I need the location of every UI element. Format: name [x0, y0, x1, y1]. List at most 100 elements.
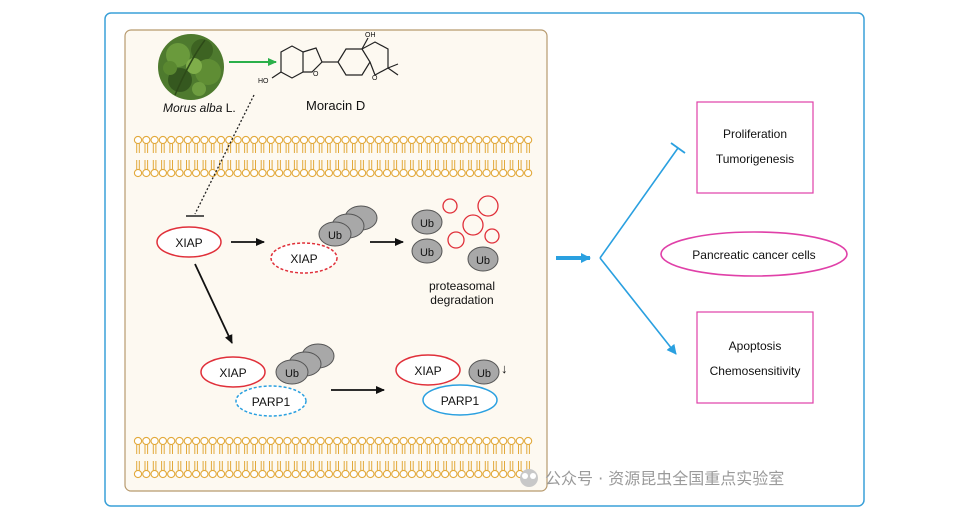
lipid-head — [200, 135, 209, 145]
lipid-head — [357, 436, 367, 446]
lipid-head — [382, 135, 392, 145]
lipid-head — [241, 168, 251, 178]
lipid-head — [225, 436, 234, 446]
lipid-head — [283, 135, 292, 145]
lipid-head — [374, 168, 383, 178]
lipid-head — [515, 135, 524, 145]
lipid-head — [416, 436, 425, 446]
lipid-head — [191, 469, 201, 479]
lipid-head — [341, 469, 350, 479]
xiap-label: XIAP — [175, 236, 202, 250]
lipid-head — [233, 135, 242, 145]
branch-inhibition-bar — [670, 142, 686, 154]
lipid-head — [366, 469, 375, 479]
lipid-head — [208, 436, 217, 446]
lipid-head — [316, 436, 325, 446]
complex-ub-1 — [275, 359, 309, 385]
lipid-head — [407, 168, 417, 178]
lipid-head — [424, 436, 433, 446]
lipid-head — [382, 436, 392, 446]
lipid-head — [167, 436, 176, 446]
lipid-head — [399, 135, 408, 145]
lipid-head — [399, 469, 408, 479]
lipid-head — [416, 168, 425, 178]
degradation-label-line2: degradation — [430, 293, 493, 307]
lipid-head — [432, 168, 441, 178]
complex-parp1-oval — [235, 385, 307, 417]
lipid-head — [175, 168, 184, 178]
bound-xiap-label: XIAP — [414, 364, 441, 378]
ub-fragment-1 — [411, 209, 443, 235]
branch-to-promoted — [599, 257, 677, 355]
lipid-head — [507, 135, 516, 145]
lipid-head — [507, 469, 516, 479]
lipid-head — [274, 135, 284, 145]
lipid-head — [291, 168, 300, 178]
xiap-fragment-1 — [442, 198, 458, 214]
lipid-head — [183, 469, 192, 479]
ho-group: HO — [258, 78, 269, 85]
lipid-head — [175, 436, 184, 446]
lipid-head — [457, 168, 466, 178]
lipid-head — [341, 436, 350, 446]
ub-decrease-arrow: ↓ — [501, 361, 508, 376]
lipid-head — [308, 135, 317, 145]
lipid-head — [490, 469, 500, 479]
lipid-head — [507, 436, 516, 446]
lipid-head — [440, 436, 450, 446]
lipid-head — [424, 168, 433, 178]
lipid-head — [474, 168, 483, 178]
xiap-oval — [156, 226, 222, 258]
lipid-head — [333, 135, 342, 145]
cell-type-oval — [660, 231, 848, 277]
lipid-head — [142, 436, 151, 446]
lipid-head — [366, 436, 375, 446]
lipid-head — [208, 135, 217, 145]
lipid-head — [357, 469, 367, 479]
lipid-head — [266, 436, 275, 446]
lipid-head — [299, 135, 309, 145]
oh-group: OH — [365, 32, 376, 39]
lipid-head — [382, 168, 392, 178]
lipid-head — [490, 135, 500, 145]
inhibited-outcome-2: Tumorigenesis — [716, 152, 794, 166]
lipid-head — [374, 135, 383, 145]
lipid-head — [291, 436, 300, 446]
lipid-head — [490, 436, 500, 446]
lipid-head — [449, 135, 458, 145]
lipid-head — [424, 469, 433, 479]
lipid-head — [258, 135, 267, 145]
lipid-head — [183, 436, 192, 446]
inhibited-outcome-1: Proliferation — [723, 127, 787, 141]
lipid-head — [440, 168, 450, 178]
lipid-head — [150, 135, 159, 145]
lipid-head — [133, 168, 143, 178]
lipid-head — [225, 168, 234, 178]
lipid-head — [482, 168, 491, 178]
lipid-head — [167, 135, 176, 145]
lipid-head — [175, 469, 184, 479]
lipid-head — [266, 135, 275, 145]
bound-ub — [468, 359, 500, 385]
lipid-head — [382, 469, 392, 479]
lipid-head — [158, 436, 168, 446]
lipid-head — [200, 168, 209, 178]
lipid-head — [283, 436, 292, 446]
lipid-head — [457, 436, 466, 446]
lipid-head — [407, 436, 417, 446]
lipid-head — [391, 469, 400, 479]
ub-fragment-3 — [467, 246, 499, 272]
ub-fragment-1-label: Ub — [420, 218, 434, 230]
lipid-head — [274, 469, 284, 479]
lipid-head — [308, 168, 317, 178]
watermark-logo-icon — [520, 469, 538, 487]
lipid-head — [482, 469, 491, 479]
lipid-head — [283, 469, 292, 479]
lipid-head — [233, 168, 242, 178]
lipid-head — [316, 168, 325, 178]
lipid-head — [333, 469, 342, 479]
lipid-head — [150, 436, 159, 446]
furan-oxygen: O — [313, 71, 319, 78]
lipid-head — [225, 469, 234, 479]
lipid-head — [158, 168, 168, 178]
